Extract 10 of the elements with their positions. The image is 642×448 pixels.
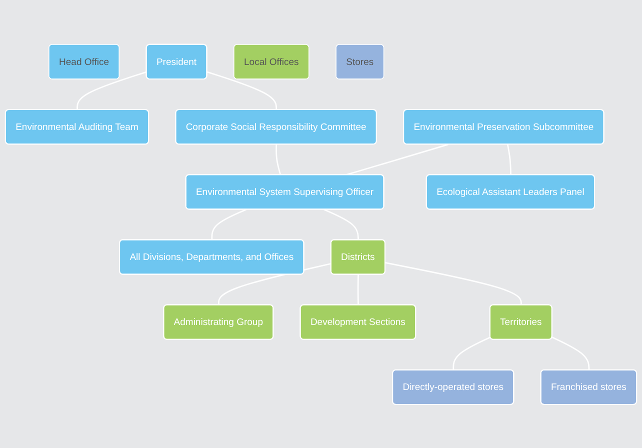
connector bbox=[506, 144, 512, 175]
connector bbox=[452, 336, 491, 370]
connector bbox=[552, 336, 590, 370]
connector bbox=[211, 208, 247, 240]
connector bbox=[206, 70, 278, 110]
connector bbox=[276, 144, 282, 175]
connector bbox=[76, 70, 147, 110]
connector bbox=[218, 262, 332, 305]
connector bbox=[385, 262, 522, 305]
connector bbox=[324, 208, 359, 240]
